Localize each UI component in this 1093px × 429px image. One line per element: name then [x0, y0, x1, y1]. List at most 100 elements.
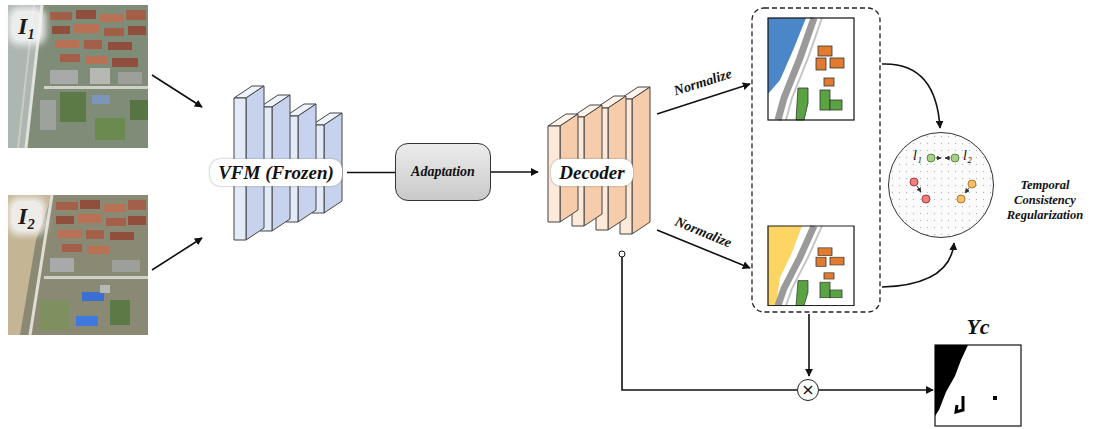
satellite-image — [128, 200, 146, 210]
segmentation-map — [830, 257, 844, 265]
change-mask — [956, 396, 963, 412]
satellite-image — [128, 26, 146, 35]
node-text: Adaptation — [411, 165, 475, 179]
change-mask — [935, 345, 968, 416]
satellite-image — [76, 316, 98, 326]
dashed-group — [752, 8, 880, 312]
connectors — [152, 75, 933, 390]
satellite-image — [110, 300, 130, 325]
embedding-space — [965, 188, 969, 193]
decoder-plates — [548, 87, 650, 234]
process-box: Adaptation — [395, 143, 491, 201]
satellite-image — [92, 95, 110, 104]
satellite-image — [100, 14, 124, 22]
connector — [347, 172, 395, 174]
satellite-image — [90, 68, 110, 84]
embedding-space — [889, 133, 993, 237]
satellite-image — [78, 214, 102, 223]
embedding-space — [889, 133, 993, 237]
segmentation-map — [768, 18, 854, 120]
merge-arrow — [808, 314, 810, 376]
satellite-image — [100, 285, 110, 293]
satellite-image — [110, 232, 134, 240]
satellite-image — [80, 200, 100, 209]
satellite-image — [118, 72, 142, 84]
satellite-image — [44, 276, 148, 279]
satellite-image — [104, 204, 126, 212]
embedding-space — [922, 195, 930, 203]
satellite-image — [8, 5, 148, 148]
change-mask — [935, 345, 1021, 426]
node-text: l₂ — [963, 149, 972, 163]
satellite-image — [130, 100, 148, 120]
segmentation-map — [830, 58, 844, 68]
satellite-image — [52, 26, 70, 34]
connector — [819, 389, 933, 391]
satellite-image — [76, 10, 96, 19]
embedding-space — [927, 154, 935, 162]
segmentation-map — [818, 248, 832, 256]
decoder-plates — [632, 87, 650, 234]
node-text: I₁ — [12, 11, 42, 41]
satellite-image — [62, 244, 82, 252]
satellite-image — [50, 70, 78, 84]
edge-label: Normalize — [670, 213, 736, 253]
segmentation-map — [816, 257, 826, 266]
satellite-image — [50, 12, 72, 20]
annotation: Temporal Consistency Regularization — [1000, 178, 1090, 223]
normalize-arrow — [657, 84, 750, 268]
segmentation-map — [830, 290, 842, 298]
decoder-block: Decoder — [540, 95, 644, 250]
satellite-image — [126, 10, 146, 20]
change-mask — [993, 396, 997, 400]
embedding-space — [910, 178, 918, 186]
segmentation-map — [816, 58, 826, 70]
image-panel: I₂ — [8, 195, 148, 335]
segmentation-map — [796, 281, 808, 306]
connector — [152, 75, 202, 107]
segmentation-map — [820, 90, 830, 110]
change-map: Yc — [935, 316, 1021, 426]
connector — [152, 238, 202, 270]
satellite-image — [112, 260, 140, 272]
segmentation-map — [818, 46, 832, 56]
satellite-image — [74, 24, 100, 33]
embedding-space — [957, 195, 965, 203]
satellite-image — [84, 40, 102, 49]
segmentation-map — [820, 282, 830, 298]
embedding-space — [951, 154, 959, 162]
satellite-image — [106, 218, 126, 226]
segmentation-map — [778, 18, 814, 120]
connector — [622, 257, 797, 390]
node-text: l₁ — [913, 149, 922, 163]
satellite-image — [8, 195, 148, 335]
segmentation-map — [824, 78, 834, 86]
node-text: Decoder — [551, 159, 632, 186]
segmentation-map — [768, 226, 854, 306]
satellite-image — [60, 92, 86, 122]
satellite-image — [112, 58, 138, 67]
satellite-image — [60, 54, 80, 62]
segmentation-map — [768, 226, 854, 306]
satellite-image — [58, 230, 82, 238]
satellite-image — [56, 216, 74, 224]
satellite-image — [86, 56, 108, 64]
embedding-space — [945, 158, 950, 159]
node-text: × — [801, 382, 814, 398]
satellite-image — [40, 100, 56, 130]
satellite-image — [95, 118, 125, 140]
segmentation-map — [796, 88, 808, 120]
embedding-space — [968, 180, 976, 188]
segmentation-map — [768, 226, 854, 306]
embedding-circle: l₁ l₂ — [888, 132, 994, 238]
satellite-image — [50, 258, 74, 272]
edge-label: Normalize — [670, 65, 736, 100]
encoder-block: VFM (Frozen) — [205, 95, 347, 250]
embedding-space — [889, 133, 993, 237]
satellite-image — [86, 230, 104, 239]
segmentation-map — [830, 100, 842, 110]
satellite-image — [40, 300, 70, 330]
